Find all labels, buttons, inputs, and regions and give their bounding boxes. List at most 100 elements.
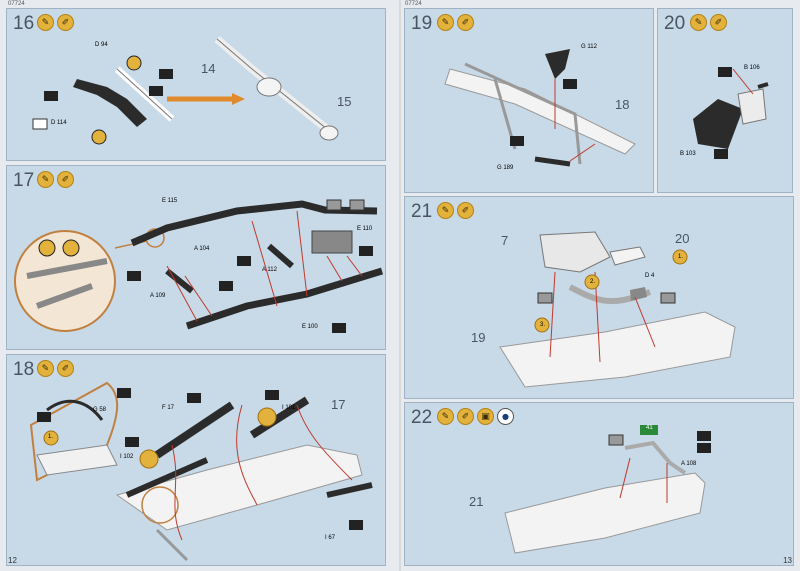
step-17-panel: 17 ✎ ✐ [6, 165, 386, 350]
step-17-drawing [14, 199, 384, 333]
assembly-label: 21 [469, 494, 484, 509]
paint-tag-g [149, 86, 163, 96]
step-icons: ✎ ✐ [37, 171, 74, 188]
assembly-label: 18 [615, 97, 630, 112]
part-label: B 103 [680, 151, 696, 157]
step-19-drawing [444, 49, 636, 167]
part-label: A 109 [150, 293, 166, 299]
assembly-label: 7 [501, 233, 509, 248]
part-label: G 58 [93, 407, 107, 413]
engine-assembly [539, 231, 611, 273]
page-number: 12 [8, 556, 17, 565]
part-label: I 101 [282, 405, 296, 411]
spring-icon [257, 407, 277, 427]
exhaust-part [534, 156, 571, 167]
step-number: 21 [411, 201, 433, 222]
step-22-panel: 22 ✎ ✐ ▣ ● 41 A 108 21 [404, 402, 794, 566]
part-label: I 67 [325, 535, 336, 541]
glue-tube-icon: ✎ [690, 14, 707, 31]
assembly-arrows [554, 79, 596, 162]
part-label: D 114 [51, 120, 67, 126]
glue-tube-icon: ✎ [437, 14, 454, 31]
step-18-drawing [29, 381, 373, 562]
step-16-drawing [32, 35, 339, 145]
left-page: 07724 16 ✎ ✐ [0, 0, 399, 571]
callout-label: 3. [540, 322, 546, 328]
decal-icon: ▣ [477, 408, 494, 425]
callout-2 [584, 274, 600, 290]
bracket-part [545, 49, 570, 79]
step-number: 17 [13, 170, 35, 191]
exhaust-pipe [624, 440, 687, 475]
step-number: 19 [411, 13, 433, 34]
paint-tag-g [44, 91, 58, 101]
part-label: I 102 [120, 454, 134, 460]
part-label: G 112 [581, 44, 597, 50]
step-16-panel: 16 ✎ ✐ D 94 D 114 [6, 8, 386, 161]
page-code: 07724 [405, 1, 422, 7]
warning-icon [38, 239, 56, 257]
part-label: G 189 [497, 165, 514, 171]
decal-number: 41 [646, 425, 653, 431]
part-label: E 115 [162, 198, 178, 204]
part-label: A 104 [194, 246, 210, 252]
step-number: 22 [411, 407, 433, 428]
part-label: F 17 [162, 405, 175, 411]
callout-label: 1. [678, 254, 684, 260]
step-18-panel: 18 ✎ ✐ [6, 354, 386, 566]
paint-brush-icon: ✐ [57, 360, 74, 377]
exhaust-hanger [46, 399, 104, 421]
paint-brush-icon: ✐ [457, 408, 474, 425]
assembly-arrows [171, 404, 353, 541]
step-20-panel: 20 ✎ ✐ B 106 B 103 [657, 8, 793, 193]
assembly-label: 14 [201, 61, 216, 76]
callout-3 [534, 317, 550, 333]
assembly-label: 19 [471, 330, 486, 345]
part-label: A 112 [262, 267, 277, 273]
page-number: 13 [783, 556, 792, 565]
step-19-panel: 19 ✎ ✐ G 112 G 189 18 [404, 8, 654, 193]
paint-mix-icon: ● [497, 408, 514, 425]
glue-tube-icon: ✎ [437, 408, 454, 425]
assembly-label: 17 [331, 397, 346, 412]
chassis-frame [499, 311, 736, 388]
callout-label: 2. [590, 279, 596, 285]
assembly-label: 20 [675, 231, 690, 246]
leaf-spring [154, 401, 235, 459]
glue-tube-icon: ✎ [37, 360, 54, 377]
step-21-panel: 21 ✎ ✐ D 4 7 20 19 1. 2. 3. [404, 196, 794, 399]
axle-part-left [73, 79, 147, 127]
part-label: D 94 [95, 42, 108, 48]
part-label: E 100 [302, 324, 318, 330]
part-label: D 4 [645, 273, 655, 279]
warning-icon [126, 55, 142, 71]
step-20-drawing [693, 67, 769, 159]
paint-brush-icon: ✐ [457, 202, 474, 219]
callout-1 [672, 249, 688, 265]
step-number: 20 [664, 13, 686, 34]
warning-icon [91, 129, 107, 145]
callout-label: 1. [48, 434, 54, 440]
wheel-hub [319, 125, 339, 141]
step-22-drawing [504, 425, 711, 554]
paint-brush-icon: ✐ [57, 14, 74, 31]
part-label: A 108 [681, 461, 697, 467]
paint-brush-icon: ✐ [457, 14, 474, 31]
step-number: 18 [13, 359, 35, 380]
step-icons: ✎ ✐ ▣ ● [437, 408, 514, 425]
step-icons: ✎ ✐ [437, 202, 474, 219]
step-icons: ✎ ✐ [437, 14, 474, 31]
callout-1 [43, 430, 59, 446]
glue-tube-icon: ✎ [437, 202, 454, 219]
spring-icon [139, 449, 159, 469]
part-label: B 106 [744, 65, 760, 71]
page-code: 07724 [8, 1, 25, 7]
step-number: 16 [13, 13, 35, 34]
crossmember [267, 243, 294, 269]
transmission-part [693, 99, 743, 149]
leaf-spring [249, 396, 310, 439]
paint-brush-icon: ✐ [57, 171, 74, 188]
chassis-frame [444, 68, 636, 155]
step-21-drawing [499, 231, 736, 388]
fuel-tank [311, 230, 353, 254]
